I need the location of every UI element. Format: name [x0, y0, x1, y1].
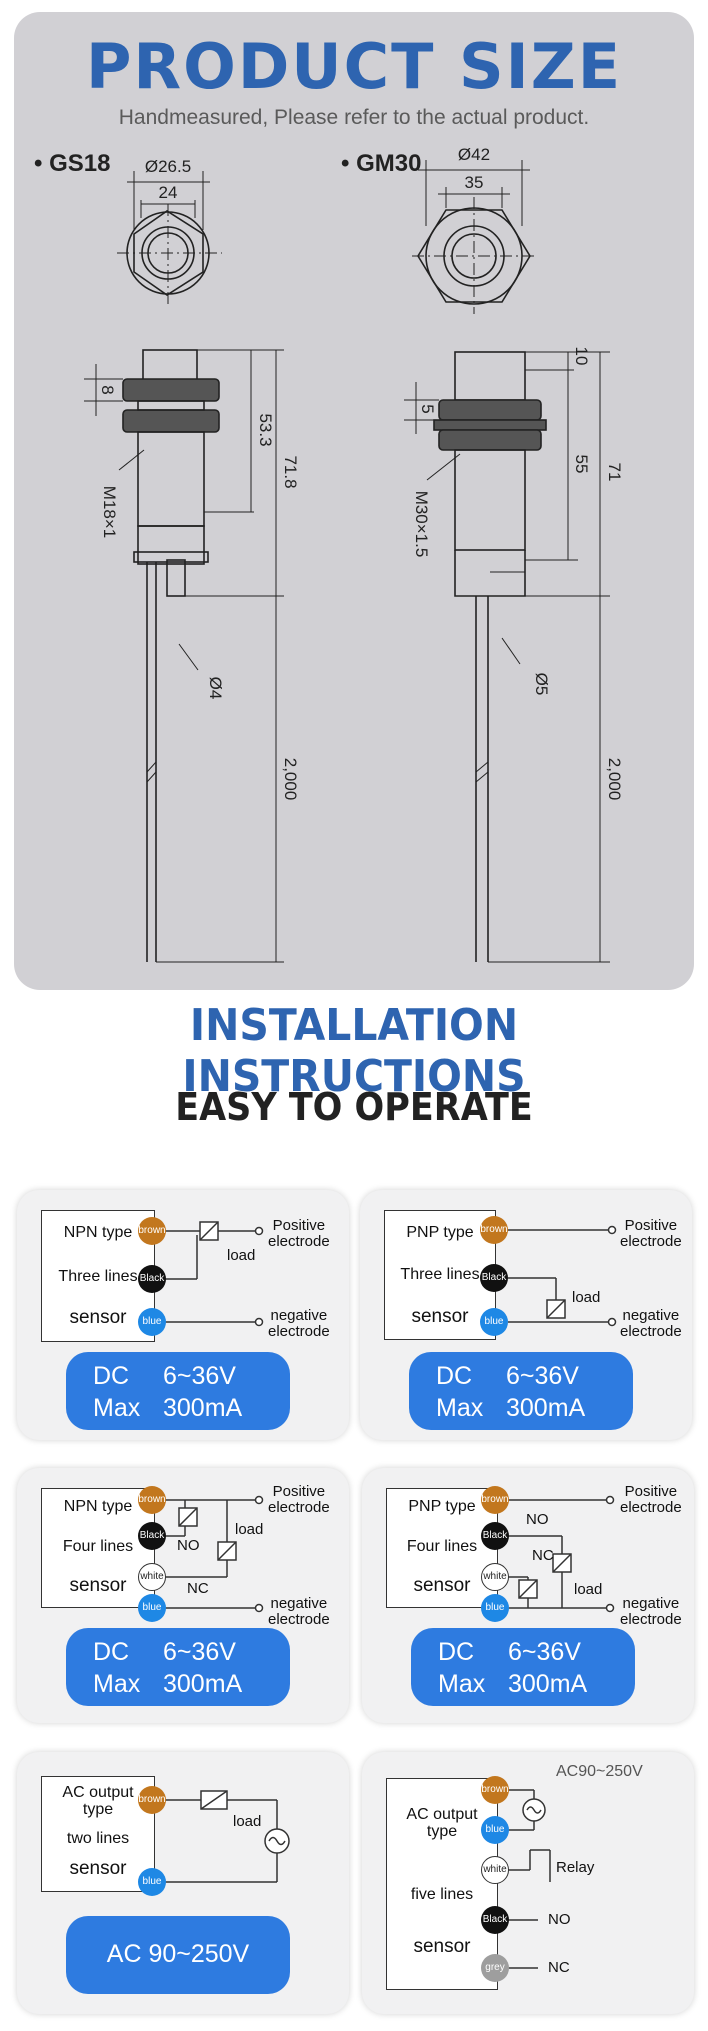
svg-text:71.8: 71.8 — [281, 455, 300, 488]
wire-blue: blue — [481, 1816, 509, 1844]
sensor-box: PNP type Three lines sensor — [384, 1210, 496, 1340]
svg-text:Ø4: Ø4 — [206, 677, 225, 700]
svg-text:55: 55 — [572, 455, 591, 474]
wire-black: Black — [480, 1264, 508, 1292]
model-gm30-label: • GM30 — [341, 150, 422, 177]
wire-blue: blue — [138, 1308, 166, 1336]
svg-text:53.3: 53.3 — [256, 413, 275, 446]
sensor-box: NPN type Three lines sensor — [41, 1210, 155, 1342]
wire-black: Black — [481, 1522, 509, 1550]
easy-to-operate-title: EASY TO OPERATE — [175, 1085, 533, 1129]
wire-brown: brown — [481, 1486, 509, 1514]
dimension-drawing: Ø26.5 24 — [84, 145, 624, 963]
svg-text:Ø5: Ø5 — [532, 673, 551, 696]
gm30-top-view — [412, 160, 538, 314]
wire-blue: blue — [481, 1594, 509, 1622]
wiring-card-pnp-four: PNP type Four lines sensor brown Black w… — [362, 1468, 694, 1723]
installation-title: INSTALLATION INSTRUCTIONS — [182, 1000, 526, 1102]
wire-blue: blue — [138, 1594, 166, 1622]
wire-brown: brown — [480, 1216, 508, 1244]
wire-blue: blue — [480, 1308, 508, 1336]
wire-blue: blue — [138, 1868, 166, 1896]
sensor-box: NPN type Four lines sensor — [41, 1488, 155, 1608]
wire-black: Black — [138, 1265, 166, 1293]
gm30-side-view — [404, 351, 610, 963]
wiring-card-npn-four: NPN type Four lines sensor brown Black w… — [17, 1468, 349, 1723]
svg-text:5: 5 — [418, 404, 437, 413]
sensor-box: PNP type Four lines sensor — [386, 1488, 498, 1608]
wire-black: Black — [138, 1522, 166, 1550]
svg-text:8: 8 — [98, 385, 117, 394]
wire-white: white — [481, 1563, 509, 1591]
wire-black: Black — [481, 1906, 509, 1934]
gm30-outer-dia: Ø42 — [458, 145, 490, 164]
spec-badge: AC 90~250V — [66, 1916, 290, 1994]
wire-brown: brown — [138, 1786, 166, 1814]
wire-white: white — [481, 1856, 509, 1884]
gs18-side-view — [84, 349, 284, 963]
svg-text:71: 71 — [605, 463, 624, 482]
svg-text:M18×1: M18×1 — [100, 486, 119, 538]
product-size-panel: PRODUCT SIZE Handmeasured, Please refer … — [14, 12, 694, 990]
svg-text:10: 10 — [572, 347, 591, 366]
gs18-top-view — [117, 171, 222, 304]
product-size-title: PRODUCT SIZE — [85, 30, 623, 103]
wire-brown: brown — [138, 1486, 166, 1514]
wire-brown: brown — [138, 1217, 166, 1245]
product-size-subtitle: Handmeasured, Please refer to the actual… — [118, 106, 590, 129]
gm30-hex: 35 — [465, 173, 484, 192]
wire-grey: grey — [481, 1954, 509, 1982]
wire-brown: brown — [481, 1776, 509, 1804]
svg-text:2,000: 2,000 — [281, 758, 300, 801]
svg-text:2,000: 2,000 — [605, 758, 624, 801]
wire-white: white — [138, 1563, 166, 1591]
svg-text:M30×1.5: M30×1.5 — [412, 491, 431, 558]
wiring-card-npn-three: NPN type Three lines sensor brown Black … — [17, 1190, 349, 1440]
wiring-card-pnp-three: PNP type Three lines sensor brown Black … — [360, 1190, 692, 1440]
ac-voltage-label: AC90~250V — [556, 1763, 643, 1780]
model-gs18-label: • GS18 — [34, 150, 111, 177]
gs18-outer-dia: Ø26.5 — [145, 157, 191, 176]
gs18-hex: 24 — [159, 183, 178, 202]
